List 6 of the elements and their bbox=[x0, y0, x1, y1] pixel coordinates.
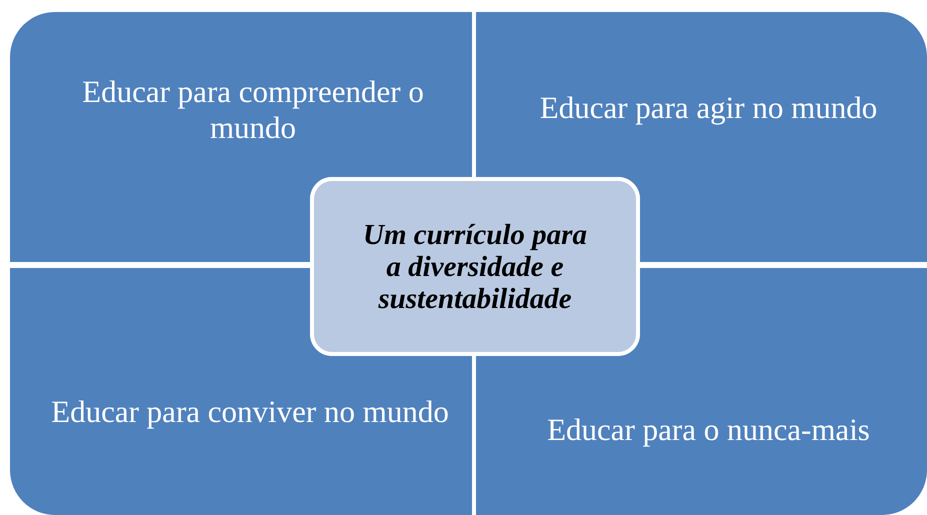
quadrant-text: Educar para o nunca-mais bbox=[546, 412, 871, 448]
quadrant-text: Educar para conviver no mundo bbox=[50, 394, 450, 430]
quadrant-text: Educar para agir no mundo bbox=[538, 90, 878, 126]
quadrant-text: Educar para compreender o mundo bbox=[81, 74, 425, 146]
center-box bbox=[310, 177, 640, 356]
center-text: Um currículo para a diversidade e sustentabilidade bbox=[362, 218, 588, 314]
